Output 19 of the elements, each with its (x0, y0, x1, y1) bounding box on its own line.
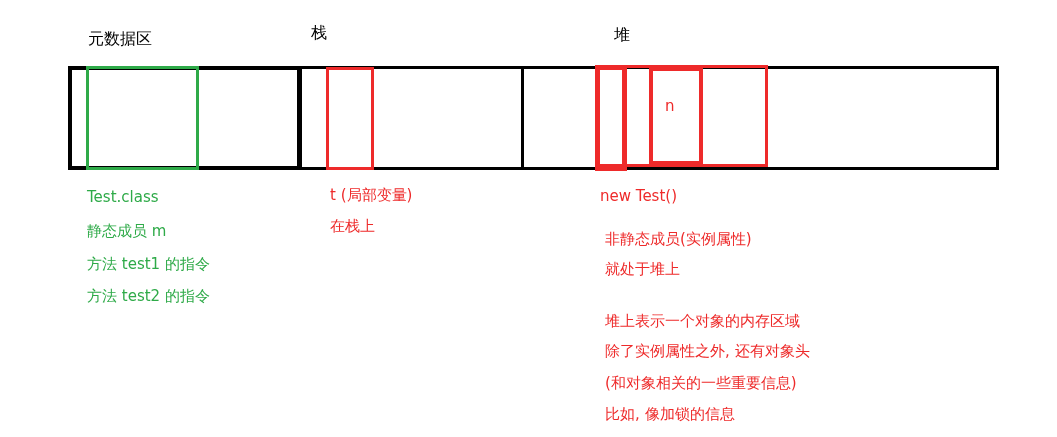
annotation-text: 比如, 像加锁的信息 (605, 405, 735, 423)
annotation-text: 就处于堆上 (605, 260, 680, 278)
annotation-text: 方法 test1 的指令 (87, 255, 210, 273)
annotation-text: 方法 test2 的指令 (87, 287, 210, 305)
field-label: n (665, 97, 675, 115)
annotation-text: t (局部变量) (330, 186, 413, 204)
annotation-text: 除了实例属性之外, 还有对象头 (605, 342, 810, 360)
annotation-text: 在栈上 (330, 217, 375, 235)
annotation-text: 非静态成员(实例属性) (605, 230, 752, 248)
section-heading: 元数据区 (88, 30, 152, 48)
field-box (649, 67, 703, 165)
annotation-text: Test.class (87, 188, 159, 206)
annotation-text: new Test() (600, 187, 677, 205)
annotation-text: 静态成员 m (87, 222, 167, 240)
section-heading: 堆 (614, 26, 630, 44)
annotation-text: (和对象相关的一些重要信息) (605, 374, 797, 392)
object-header-box (595, 65, 627, 171)
annotation-text: 堆上表示一个对象的内存区域 (605, 312, 800, 330)
section-heading: 栈 (311, 24, 327, 42)
